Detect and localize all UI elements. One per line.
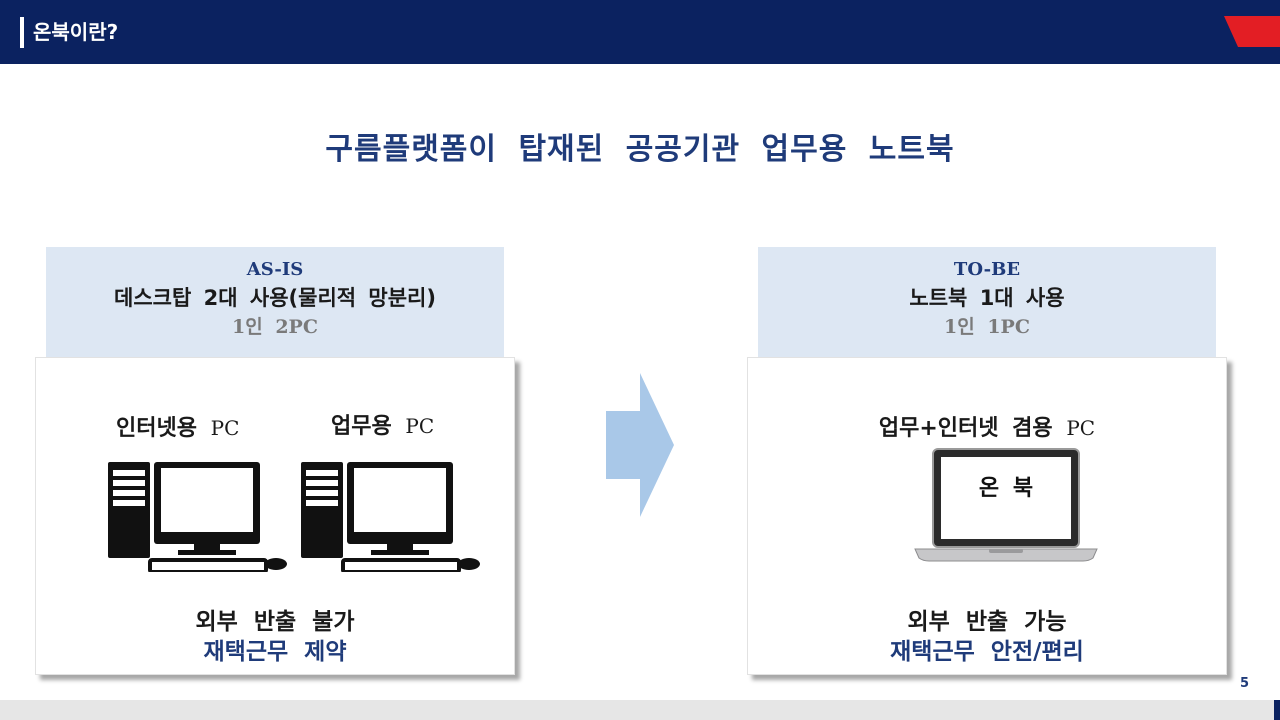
to-be-caption-2: 재택근무 안전/편리 (890, 639, 1084, 665)
to-be-tag: TO-BE (953, 259, 1021, 280)
combined-pc-label: 업무+인터넷 겸용 PC (748, 410, 1226, 442)
to-be-panel: 업무+인터넷 겸용 PC 온 북 외부 반출 가능 재택근무 안전/편리 (747, 357, 1227, 675)
desktop-computer-icon (108, 462, 287, 572)
as-is-caption-1: 외부 반출 불가 (195, 609, 355, 635)
header-bar: 온북이란? (0, 0, 1280, 64)
as-is-panel: 인터넷용 PC 업무용 PC 외부 반출 불가 재택근무 제약 (35, 357, 515, 675)
as-is-main: 데스크탑 2대 사용(물리적 망분리) (114, 286, 436, 310)
footer-marker (1274, 700, 1280, 720)
footer-bar (0, 700, 1280, 720)
header-title: 온북이란? (33, 20, 119, 44)
combined-pc-label-text: 업무+인터넷 겸용 (878, 416, 1053, 441)
internet-pc-suffix: PC (210, 416, 240, 440)
internet-pc-label: 인터넷용 PC (116, 410, 239, 442)
as-is-tag: AS-IS (246, 259, 304, 280)
page-number: 5 (1240, 676, 1250, 691)
to-be-sub: 1인 1PC (944, 316, 1030, 338)
header-accent-icon (1224, 16, 1280, 47)
work-pc-label: 업무용 PC (331, 408, 434, 440)
combined-pc-suffix: PC (1066, 416, 1096, 440)
as-is-caption-2: 재택근무 제약 (203, 639, 347, 665)
right-arrow-icon (606, 373, 674, 517)
as-is-label-box: AS-IS 데스크탑 2대 사용(물리적 망분리) 1인 2PC (46, 247, 504, 357)
desktop-computer-icon (301, 462, 480, 572)
to-be-main: 노트북 1대 사용 (909, 286, 1065, 310)
to-be-label-box: TO-BE 노트북 1대 사용 1인 1PC (758, 247, 1216, 357)
work-pc-label-text: 업무용 (331, 414, 392, 439)
internet-pc-label-text: 인터넷용 (116, 416, 197, 441)
to-be-caption-1: 외부 반출 가능 (907, 609, 1067, 635)
page-title: 구름플랫폼이 탑재된 공공기관 업무용 노트북 (325, 132, 955, 167)
laptop-screen-text: 온 북 (978, 476, 1034, 501)
work-pc-suffix: PC (405, 414, 435, 438)
as-is-sub: 1인 2PC (232, 316, 318, 338)
header-marker (20, 17, 24, 48)
laptop-icon (914, 448, 1098, 562)
